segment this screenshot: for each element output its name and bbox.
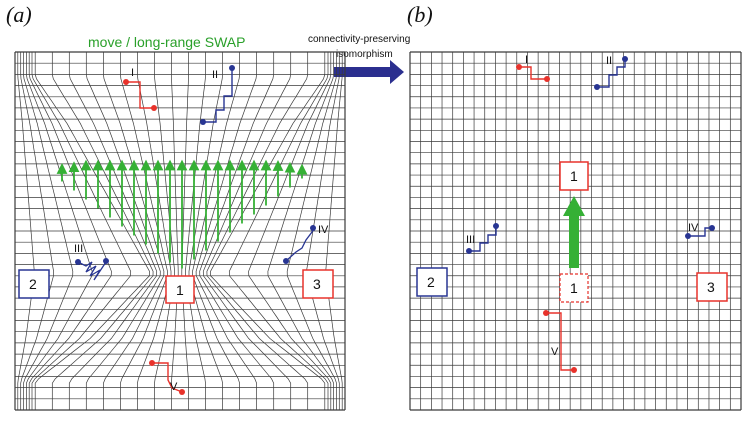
panel-a-path-IV: IV bbox=[283, 224, 329, 264]
panel-b-path-I-label: I bbox=[525, 54, 528, 66]
panel-a-move-arrows bbox=[56, 159, 308, 269]
panel-a-path-III-label: III bbox=[74, 243, 83, 255]
panel-b-path-II-label: II bbox=[606, 55, 612, 67]
panel-a-label: (a) bbox=[6, 2, 32, 27]
panel-b-box-1-target: 1 bbox=[559, 161, 589, 191]
panel-a-title: move / long-range SWAP bbox=[88, 34, 245, 50]
svg-text:1: 1 bbox=[570, 280, 578, 296]
transition-arrow bbox=[334, 60, 404, 84]
panel-a-warped-grid bbox=[14, 51, 346, 411]
svg-text:1: 1 bbox=[176, 282, 184, 298]
panel-b-move-arrow bbox=[563, 196, 585, 268]
panel-b-path-IV: IV bbox=[685, 222, 715, 239]
panel-a-path-III: III bbox=[74, 243, 109, 281]
svg-text:3: 3 bbox=[313, 276, 321, 292]
panel-b-path-V: V bbox=[543, 310, 577, 373]
panel-b-box-2: 2 bbox=[416, 267, 448, 297]
transition-text-line2: isomorphism bbox=[336, 49, 393, 60]
panel-a-path-I: I bbox=[123, 67, 157, 111]
panel-a-path-II: II bbox=[200, 65, 235, 125]
panel-a-path-I-label: I bbox=[131, 67, 134, 79]
panel-b-label: (b) bbox=[407, 2, 433, 27]
panel-b-grid bbox=[409, 51, 742, 411]
panel-a-path-IV-label: IV bbox=[318, 224, 329, 236]
panel-a-box-1: 1 bbox=[165, 275, 195, 304]
panel-b-path-II: II bbox=[594, 55, 628, 90]
panel-a-path-V-label: V bbox=[170, 381, 178, 393]
svg-text:2: 2 bbox=[29, 276, 37, 292]
panel-a-path-II-label: II bbox=[212, 69, 218, 81]
panel-b-box-1-origin-ghost: 1 bbox=[559, 273, 589, 303]
panel-a-box-2: 2 bbox=[18, 269, 50, 299]
svg-text:2: 2 bbox=[427, 274, 435, 290]
panel-b-path-III-label: III bbox=[466, 234, 475, 246]
svg-text:1: 1 bbox=[570, 168, 578, 184]
panel-b-box-3: 3 bbox=[696, 272, 728, 302]
panel-a-box-3: 3 bbox=[302, 269, 334, 299]
panel-b-path-I: I bbox=[516, 54, 550, 82]
transition-text-line1: connectivity-preserving bbox=[308, 34, 410, 45]
panel-b-path-V-label: V bbox=[551, 346, 559, 358]
panel-a-path-V: V bbox=[149, 360, 185, 395]
panel-b-path-IV-label: IV bbox=[688, 222, 699, 234]
svg-text:3: 3 bbox=[707, 279, 715, 295]
panel-b-path-III: III bbox=[466, 223, 499, 254]
